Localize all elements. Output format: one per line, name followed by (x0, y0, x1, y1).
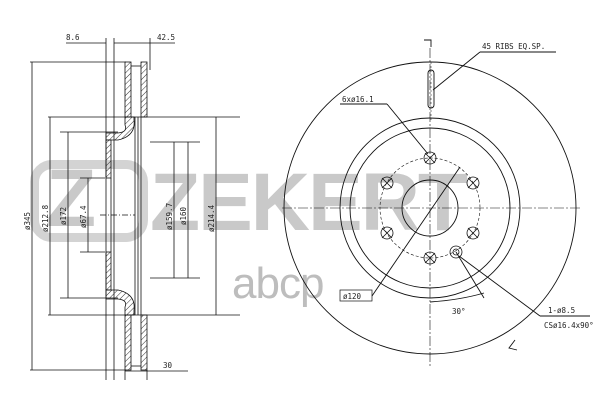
dim-outer-hat: ø214.4 (207, 204, 216, 232)
dim-overall-diameter: ø345 (23, 212, 32, 230)
front-view (282, 39, 590, 366)
pcd-label: ø120 (343, 292, 362, 301)
bolt-hole-note: 6xø16.1 (342, 95, 374, 104)
rib-note: 45 RIBS EQ.SP. (482, 42, 545, 51)
bolt-holes (380, 151, 480, 265)
watermark-badge-frame (30, 160, 148, 242)
dim-thickness: 30 (163, 361, 173, 370)
dim-center-bore: ø67.4 (79, 205, 88, 228)
dim-offset-8-6: 8.6 (66, 33, 80, 42)
dim-friction-inner: ø212.8 (41, 204, 50, 232)
countersink-note: CSø16.4x90° (544, 321, 594, 330)
dim-hub-diameter: ø160 (179, 206, 188, 225)
side-view (30, 38, 240, 380)
angle-label: 30° (452, 307, 466, 316)
side-view-labels: 8.6 42.5 ø345 ø212.8 ø172 ø67.4 ø159.7 ø… (23, 33, 216, 370)
dim-offset-42-5: 42.5 (157, 33, 175, 42)
front-view-labels: 45 RIBS EQ.SP. 6xø16.1 ø120 30° 1-ø8.5 C… (342, 42, 594, 330)
dim-pilot-diameter: ø159.7 (165, 203, 174, 230)
locating-hole-note: 1-ø8.5 (548, 306, 575, 315)
dim-hat-diameter: ø172 (59, 207, 68, 225)
